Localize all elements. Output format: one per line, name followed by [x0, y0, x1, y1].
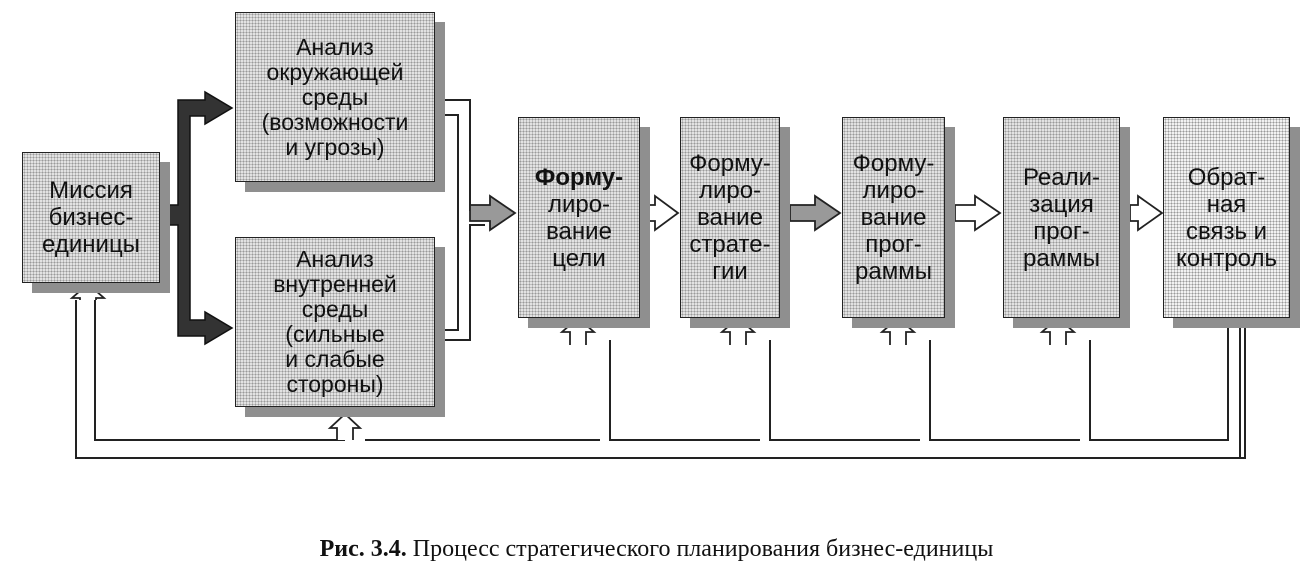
internal-line: среды — [301, 296, 369, 322]
feedback-line: Обрат- — [1187, 163, 1266, 191]
program-line: раммы — [855, 258, 932, 285]
mission-line: бизнес- — [48, 204, 134, 231]
external-analysis-block: Анализ окружающей среды (возможности и у… — [235, 12, 435, 182]
internal-line: внутренней — [273, 271, 397, 297]
feedback-line: контроль — [1175, 244, 1278, 272]
implementation-block: Реали- зация прог- раммы — [1003, 117, 1120, 318]
internal-line: и слабые — [285, 346, 385, 372]
goal-line: лиро- — [547, 190, 611, 218]
external-line: Анализ — [296, 33, 374, 60]
external-line: (возможности — [261, 108, 409, 135]
program-line: прог- — [865, 231, 922, 258]
mission-line: единицы — [42, 231, 140, 258]
goal-line: Форму- — [534, 163, 624, 191]
implementation-line: прог- — [1033, 217, 1090, 245]
program-line: вание — [860, 204, 927, 231]
feedback-line: ная — [1206, 190, 1247, 218]
strategy-block: Форму- лиро- вание страте- гии — [680, 117, 780, 318]
strategy-line: вание — [697, 204, 763, 231]
external-line: и угрозы) — [285, 133, 385, 160]
internal-line: Анализ — [296, 246, 374, 272]
strategy-line: Форму- — [689, 150, 771, 177]
implementation-line: Реали- — [1022, 163, 1101, 191]
strategy-line: гии — [712, 258, 748, 285]
mission-line: Миссия — [49, 177, 133, 204]
program-line: лиро- — [862, 177, 925, 204]
strategy-line: страте- — [689, 231, 771, 258]
feedback-block: Обрат- ная связь и контроль — [1163, 117, 1290, 318]
mission-block: Миссия бизнес- единицы — [22, 152, 160, 283]
implementation-line: раммы — [1023, 244, 1100, 272]
goal-block: Форму- лиро- вание цели — [518, 117, 640, 318]
caption-label: Рис. 3.4. — [319, 536, 407, 562]
figure-caption: Рис. 3.4. Процесс стратегического планир… — [0, 536, 1313, 563]
caption-text: Процесс стратегического планирования биз… — [412, 536, 994, 562]
internal-line: (сильные — [285, 321, 385, 347]
feedback-line: связь и — [1185, 217, 1268, 245]
implementation-line: зация — [1029, 190, 1094, 218]
goal-line: цели — [552, 244, 606, 272]
external-line: среды — [301, 83, 369, 110]
external-line: окружающей — [266, 58, 404, 85]
internal-line: стороны) — [286, 371, 384, 397]
internal-analysis-block: Анализ внутренней среды (сильные и слабы… — [235, 237, 435, 407]
strategy-line: лиро- — [698, 177, 762, 204]
program-line: Форму- — [852, 150, 935, 177]
program-block: Форму- лиро- вание прог- раммы — [842, 117, 945, 318]
goal-line: вание — [546, 217, 612, 245]
